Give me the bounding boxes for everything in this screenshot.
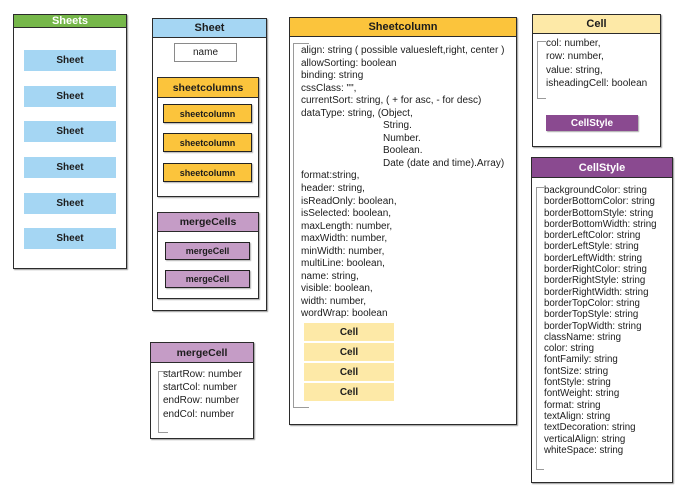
- text-frame-bracket: [537, 41, 546, 99]
- sheetcolumn-properties: align: string ( possible valuesleft,righ…: [301, 45, 504, 321]
- property-line: backgroundColor: string: [544, 185, 647, 196]
- text-frame-bracket: [293, 43, 309, 408]
- sheetcolumn-class-box[interactable]: Sheetcolumn align: string ( possible val…: [289, 17, 517, 425]
- sheets-title: Sheets: [14, 15, 126, 28]
- property-line: wordWrap: boolean: [301, 308, 388, 320]
- property-line: visible: boolean,: [301, 283, 373, 295]
- property-line: format:string,: [301, 170, 360, 182]
- sheet-item[interactable]: Sheet: [24, 228, 116, 249]
- property-line: value: string,: [546, 64, 603, 76]
- property-line: borderLeftStyle: string: [544, 241, 639, 253]
- sheetcolumn-title: Sheetcolumn: [290, 18, 516, 37]
- property-line: fontFamily: string: [544, 354, 618, 366]
- property-line: borderRightStyle: string: [544, 275, 646, 287]
- property-line: row: number,: [546, 51, 604, 63]
- property-line: borderTopColor: string: [544, 297, 640, 309]
- property-line: col: number,: [546, 38, 601, 49]
- property-line: header: string,: [301, 183, 365, 195]
- property-line: String.: [383, 120, 412, 132]
- property-line: className: string: [544, 331, 621, 343]
- mergecell-item[interactable]: mergeCell: [165, 270, 250, 288]
- property-line: binding: string: [301, 70, 364, 82]
- cell-item[interactable]: Cell: [303, 362, 395, 382]
- property-line: color: string: [544, 343, 595, 355]
- property-line: textDecoration: string: [544, 422, 636, 434]
- sheet-item[interactable]: Sheet: [24, 157, 116, 178]
- sheetcolumns-title: sheetcolumns: [158, 78, 258, 98]
- sheets-class-box[interactable]: Sheets Sheet Sheet Sheet Sheet Sheet She…: [13, 14, 127, 269]
- property-line: format: string: [544, 399, 601, 411]
- sheetcolumn-item[interactable]: sheetcolumn: [163, 163, 252, 182]
- sheet-item[interactable]: Sheet: [24, 86, 116, 107]
- cellstyle-title: CellStyle: [532, 158, 672, 178]
- property-line: cssClass: "",: [301, 82, 357, 94]
- cellstyle-button[interactable]: CellStyle: [546, 115, 638, 131]
- sheet-class-box[interactable]: Sheet name sheetcolumns sheetcolumn shee…: [152, 18, 267, 311]
- property-line: borderTopStyle: string: [544, 309, 639, 321]
- property-line: borderTopWidth: string: [544, 320, 642, 332]
- cell-properties: col: number, row: number,value: string, is…: [546, 37, 647, 91]
- text-frame-bracket: [536, 187, 544, 470]
- sheet-title: Sheet: [153, 19, 266, 38]
- property-line: borderBottomStyle: string: [544, 207, 654, 219]
- property-line: multiLine: boolean,: [301, 258, 385, 270]
- sheetcolumn-item[interactable]: sheetcolumn: [163, 133, 252, 152]
- property-line: width: number,: [301, 295, 367, 307]
- property-line: borderLeftColor: string: [544, 230, 641, 242]
- sheet-item[interactable]: Sheet: [24, 193, 116, 214]
- sheet-item[interactable]: Sheet: [24, 121, 116, 142]
- property-line: borderRightColor: string: [544, 264, 647, 276]
- property-line: minWidth: number,: [301, 245, 385, 257]
- property-line: fontSize: string: [544, 365, 609, 377]
- property-line: fontWeight: string: [544, 388, 620, 400]
- property-line: borderLeftWidth: string: [544, 252, 642, 264]
- property-line: startCol: number: [163, 382, 237, 394]
- property-line: dataType: string, (Object,: [301, 107, 413, 119]
- property-line: isheadingCell: boolean: [546, 78, 648, 90]
- mergecell-title: mergeCell: [151, 343, 253, 363]
- mergecell-class-box[interactable]: mergeCell startRow: number startCol: numb…: [150, 342, 254, 439]
- property-line: borderBottomColor: string: [544, 196, 655, 208]
- cell-item[interactable]: Cell: [303, 382, 395, 402]
- property-line: borderRightWidth: string: [544, 286, 649, 298]
- property-line: Date (date and time).Array): [383, 157, 505, 169]
- property-line: Boolean.: [383, 145, 423, 157]
- sheetcolumns-container[interactable]: sheetcolumns sheetcolumn sheetcolumn she…: [157, 77, 259, 197]
- property-line: maxLength: number,: [301, 220, 393, 232]
- property-line: allowSorting: boolean: [301, 57, 397, 69]
- property-line: name: string,: [301, 270, 359, 282]
- cell-title: Cell: [533, 15, 660, 34]
- property-line: whiteSpace: string: [544, 444, 624, 456]
- property-line: borderBottomWidth: string: [544, 218, 657, 230]
- property-line: currentSort: string, ( + for asc, - for …: [301, 95, 482, 107]
- property-line: endRow: number: [163, 395, 240, 407]
- property-line: startRow: number: [163, 369, 242, 380]
- property-line: verticalAlign: string: [544, 433, 626, 445]
- property-line: textAlign: string: [544, 410, 611, 422]
- mergecell-item[interactable]: mergeCell: [165, 242, 250, 260]
- sheetcolumn-item[interactable]: sheetcolumn: [163, 104, 252, 123]
- property-line: fontStyle: string: [544, 377, 611, 389]
- sheet-item[interactable]: Sheet: [24, 50, 116, 71]
- cell-item[interactable]: Cell: [303, 342, 395, 362]
- mergecells-title: mergeCells: [158, 213, 258, 232]
- text-frame-bracket: [158, 371, 168, 433]
- property-line: maxWidth: number,: [301, 233, 388, 245]
- cell-class-box[interactable]: Cell col: number, row: number,value: stri…: [532, 14, 661, 147]
- property-line: Number.: [383, 132, 421, 144]
- property-line: align: string ( possible valuesleft,righ…: [301, 45, 505, 56]
- cell-item[interactable]: Cell: [303, 322, 395, 342]
- name-field[interactable]: name: [174, 43, 237, 62]
- property-line: isSelected: boolean,: [301, 208, 392, 220]
- mergecells-container[interactable]: mergeCells mergeCell mergeCell: [157, 212, 259, 299]
- property-line: isReadOnly: boolean,: [301, 195, 397, 207]
- property-line: endCol: number: [163, 408, 235, 420]
